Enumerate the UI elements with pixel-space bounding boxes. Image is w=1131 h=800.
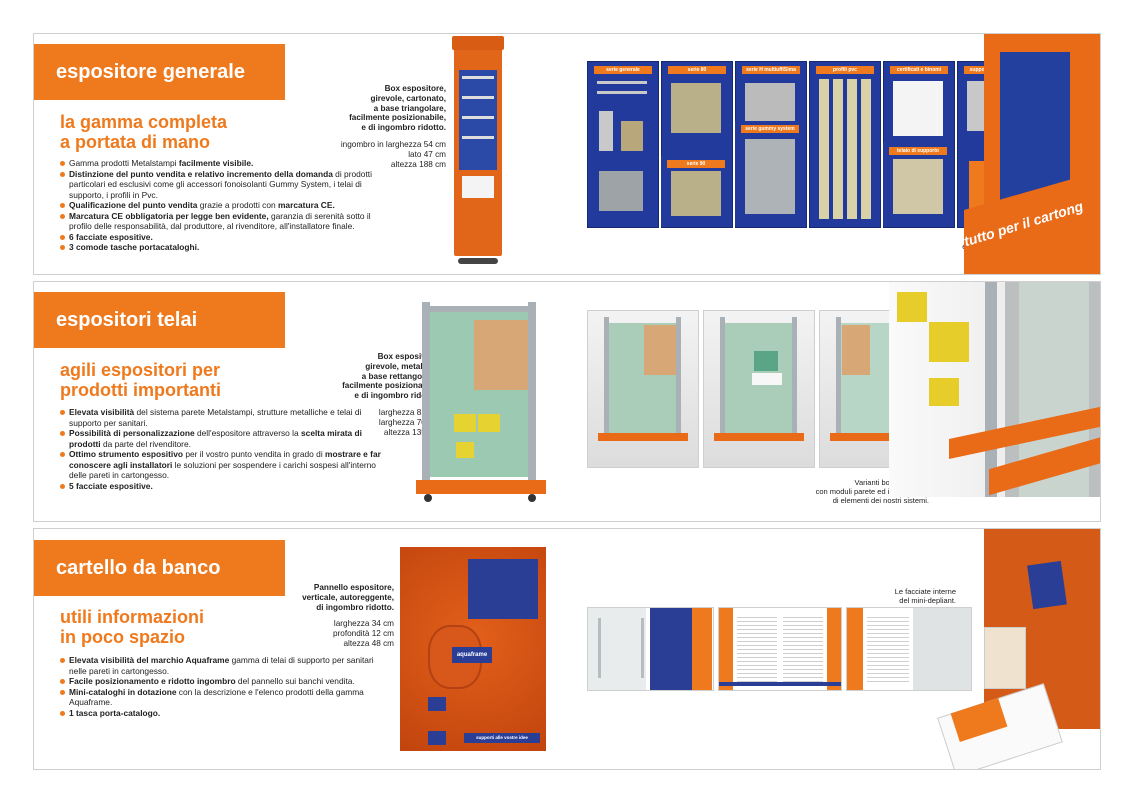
feature-item: Marcatura CE obbligatoria per legge ben …	[60, 211, 390, 232]
depliant-caption: Le facciate interne del mini-depliant.	[894, 587, 956, 605]
six-display-faces-photo: serie generale serie 80 serie H multiuff…	[587, 61, 1029, 228]
product-description: Box espositore,girevole, cartonato,a bas…	[296, 84, 446, 169]
dimension-line: altezza 188 cm	[390, 159, 446, 169]
desc-line: verticale, autoreggente,	[302, 592, 394, 602]
section-headline: agili espositori per prodotti importanti	[60, 360, 221, 400]
feature-item: Qualificazione del punto vendita grazie …	[60, 200, 390, 211]
product-description: Box espositore,girevole, metallico,a bas…	[289, 352, 439, 437]
dimension-line: ingombro in larghezza 54 cm	[340, 139, 446, 149]
feature-item: Distinzione del punto vendita e relativo…	[60, 169, 390, 201]
dimension-line: profondità 12 cm	[333, 629, 394, 639]
section-espositori-telai: espositori telai agili espositori per pr…	[33, 281, 1101, 522]
section-headline: utili informazioni in poco spazio	[60, 607, 204, 647]
section-cartello-da-banco: cartello da banco utili informazioni in …	[33, 528, 1101, 770]
desc-line: Box espositore,	[377, 352, 439, 361]
desc-line: facilmente posizionabile,	[342, 381, 439, 391]
desc-line: e di ingombro ridotto.	[361, 123, 446, 133]
frame-closeup-photo	[889, 282, 1100, 497]
feature-item: 6 facciate espositive.	[60, 232, 390, 243]
dimension-line: larghezza 34 cm	[333, 619, 394, 629]
mini-depliant-page-2	[718, 607, 842, 691]
desc-line: girevole, cartonato,	[370, 93, 446, 103]
dimension-line: larghezza 81 cm	[378, 407, 439, 417]
dimension-line: altezza 48 cm	[343, 638, 394, 648]
feature-item: Possibilità di personalizzazione dell'es…	[60, 428, 390, 449]
tower-display-photo	[452, 36, 504, 266]
section-tab: cartello da banco	[34, 540, 285, 596]
feature-item: Gamma prodotti Metalstampi facilmente vi…	[60, 158, 390, 169]
variant-photo-2	[703, 310, 815, 468]
feature-item: Ottimo strumento espositivo per il vostr…	[60, 449, 390, 481]
desc-line: facilmente posizionabile,	[349, 113, 446, 123]
feature-item: 1 tasca porta-catalogo.	[60, 708, 390, 719]
feature-item: 3 comode tasche portacataloghi.	[60, 242, 390, 253]
feature-item: Mini-cataloghi in dotazione con la descr…	[60, 687, 390, 708]
desc-line: Pannello espositore,	[313, 583, 394, 592]
section-espositore-generale: espositore generale la gamma completa a …	[33, 33, 1101, 275]
desc-line: Box espositore,	[384, 84, 446, 93]
frame-display-photo	[416, 302, 546, 507]
dimension-line: lato 47 cm	[408, 149, 446, 159]
mini-depliant-page-1	[587, 607, 714, 691]
desc-line: di ingombro ridotto.	[316, 602, 394, 612]
section-headline: la gamma completa a portata di mano	[60, 112, 228, 152]
poster-closeup-photo	[934, 529, 1100, 769]
variant-photo-1	[587, 310, 699, 468]
section-tab: espositore generale	[34, 44, 285, 100]
feature-item: 5 facciate espositive.	[60, 481, 390, 492]
section-tab: espositori telai	[34, 292, 285, 348]
feature-item: Elevata visibilità del sistema parete Me…	[60, 407, 390, 428]
desc-line: girevole, metallico,	[365, 361, 439, 371]
dimension-line: altezza 135 cm	[383, 427, 439, 437]
desc-line: a base rettangolare,	[361, 371, 439, 381]
mini-depliant-page-3	[846, 607, 972, 691]
product-description: Pannello espositore,verticale, autoregge…	[244, 583, 394, 649]
feature-item: Elevata visibilità del marchio Aquaframe…	[60, 655, 390, 676]
feature-list: Gamma prodotti Metalstampi facilmente vi…	[60, 158, 390, 253]
desc-line: a base triangolare,	[373, 103, 446, 113]
desc-line: e di ingombro ridotto.	[354, 391, 439, 401]
dimension-line: larghezza 70 cm	[378, 417, 439, 427]
feature-list: Elevata visibilità del marchio Aquaframe…	[60, 655, 390, 718]
feature-item: Facile posizionamento e ridotto ingombro…	[60, 676, 390, 687]
tower-closeup-photo: tutto per il cartong	[964, 34, 1100, 274]
feature-list: Elevata visibilità del sistema parete Me…	[60, 407, 390, 491]
counter-poster-photo: aquaframe supporti alle vostre idee	[400, 547, 546, 751]
